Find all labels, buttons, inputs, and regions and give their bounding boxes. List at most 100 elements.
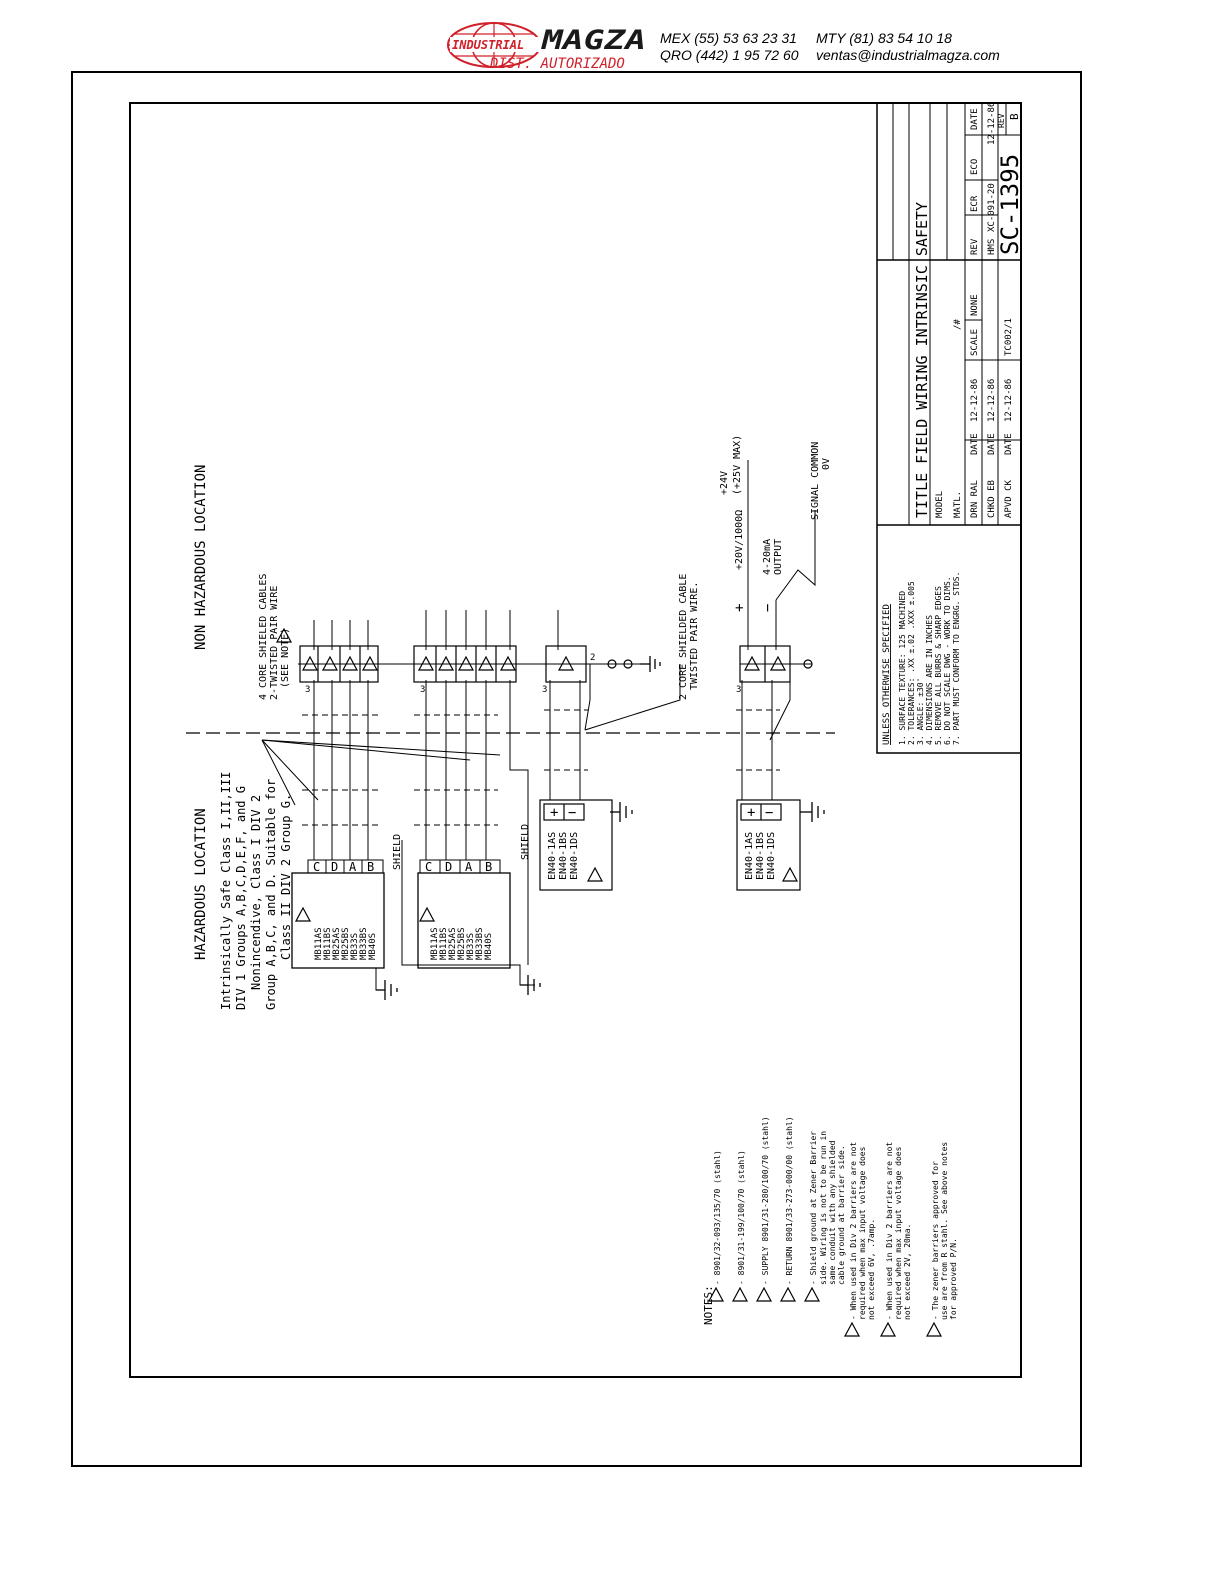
note-5-line-4: cable ground at barrier side. <box>837 1145 846 1285</box>
note-8-line-3: not exceed 2V, 20ma. <box>903 1224 912 1320</box>
m1-term-b: B <box>367 860 374 874</box>
matl-label: MATL. <box>953 491 963 518</box>
note-9-line-3: for approved P/N. <box>949 1238 958 1320</box>
four-core-label-3: (SEE NOTE) <box>280 628 291 688</box>
zener-barriers <box>299 645 813 683</box>
non-hazardous-label: NON HAZARDOUS LOCATION <box>193 465 209 650</box>
spec-line-4: 4. DIMENSIONS ARE IN INCHES <box>925 615 934 745</box>
en2-model-3: EN40-1DS <box>766 832 777 880</box>
date-label-1: DATE <box>970 433 980 455</box>
spec-line-3: 3. ANGLE: ±30' <box>916 678 925 745</box>
email-link[interactable]: ventas@industrialmagza.com <box>816 47 1000 63</box>
page-frame <box>71 71 1082 1467</box>
m2-model-1: MB11AS <box>430 927 440 960</box>
m2-model-4: MB25BS <box>457 927 467 960</box>
spec-heading: UNLESS OTHERWISE SPECIFIED <box>882 604 892 745</box>
logo-industrial: INDUSTRIAL <box>452 38 524 52</box>
supply-25v-max: (+25V MAX) <box>732 435 743 495</box>
en1-model-1: EN40-1AS <box>547 832 558 880</box>
spec-line-5: 5. REMOVE ALL BURRS & SHARP EDGES <box>934 586 943 745</box>
note-2: - 8901/31-199/100/70 (stahl) <box>737 1150 746 1285</box>
rev-row-by: HMS <box>987 239 997 255</box>
m2-model-6: MB33BS <box>475 927 485 960</box>
class-line-2: DIV 1 Groups A,B,C,D,E,F, and G <box>234 786 248 1010</box>
two-core-label-1: 2 CORE SHIELDED CABLE <box>678 574 689 700</box>
m1-term-a: A <box>349 860 357 874</box>
note-9-line-2: use are from R stahl. See above notes <box>940 1142 949 1320</box>
four-core-label-1: 4 CORE SHIELED CABLES <box>258 574 269 700</box>
signal-common: SIGNAL COMMON <box>810 442 821 520</box>
module-1 <box>291 859 385 991</box>
date-label-2: DATE <box>987 433 997 455</box>
class-line-4: Group A,B,C, and D. Suitable for <box>264 779 278 1010</box>
two-core-label-2: TWISTED PAIR WIRE. <box>689 582 700 690</box>
pin-3-b: 3 <box>420 685 425 695</box>
field-wires <box>298 460 816 965</box>
pin-3-c: 3 <box>542 685 547 695</box>
m2-term-a: A <box>465 860 473 874</box>
approved-by: APVD CK <box>1004 479 1014 518</box>
rev-row-ecr: XC-091-20 <box>987 183 997 232</box>
note-8-line-2: required when max input voltage does <box>894 1146 903 1320</box>
logo-sub: DIST. AUTORIZADO <box>489 56 625 70</box>
note-8: - When used in Div 2 barriers are not <box>885 1142 894 1320</box>
pin-2: 2 <box>590 653 595 663</box>
note-1: - 8901/32-093/135/70 (stahl) <box>713 1150 722 1285</box>
title-text: TITLE FIELD WIRING INTRINSIC SAFETY <box>913 202 931 518</box>
en1-minus: − <box>568 805 576 821</box>
ground-symbols <box>376 656 825 1000</box>
notes-heading: NOTES: <box>702 1285 715 1325</box>
m1-model-7: MB40S <box>368 933 378 960</box>
note-5: - Shield ground at Zener Barrier <box>809 1131 818 1285</box>
supply-24v: +24V <box>719 471 730 495</box>
m1-model-4: MB25BS <box>341 927 351 960</box>
shield-label-2: SHIELD <box>520 824 531 860</box>
title-block <box>876 102 1022 754</box>
pin-3-a: 3 <box>305 685 310 695</box>
en2-plus: + <box>747 805 755 821</box>
m2-term-c: C <box>425 860 432 874</box>
date-value-3: 12-12-86 <box>1004 379 1014 422</box>
note-5-line-3: same conduit with any shielded <box>828 1140 837 1285</box>
m1-model-5: MB33S <box>350 933 360 960</box>
drawn-by: DRN RAL <box>970 480 980 518</box>
rev-value: B <box>1008 113 1021 120</box>
logo-brand: MAGZA <box>541 25 646 56</box>
m2-model-2: MB11BS <box>439 927 449 960</box>
leader-lines <box>261 739 501 806</box>
pin-3-d: 3 <box>736 685 741 695</box>
drawing-number: SC-1395 <box>996 154 1024 255</box>
date-value-2: 12-12-86 <box>987 379 997 422</box>
m1-model-2: MB11BS <box>323 927 333 960</box>
m1-term-c: C <box>313 860 320 874</box>
shield-label-1: SHIELD <box>392 834 403 870</box>
scale-value: NONE <box>970 294 980 316</box>
phone-qro: QRO (442) 1 95 72 60 <box>660 47 799 63</box>
checked-by: CHKD EB <box>987 480 997 518</box>
m1-term-d: D <box>331 860 338 874</box>
en1-model-3: EN40-1DS <box>569 832 580 880</box>
note-9: - The zener barriers approved for <box>931 1161 940 1320</box>
class-line-5: Class II DIV 2 Group G. <box>279 794 293 960</box>
distributor-header: INDUSTRIAL MAGZA DIST. AUTORIZADO MEX (5… <box>446 20 1086 72</box>
m1-model-6: MB33BS <box>359 927 369 960</box>
part-number: TC002/1 <box>1004 318 1014 356</box>
phone-mty: MTY (81) 83 54 10 18 <box>816 30 952 46</box>
m1-model-1: MB11AS <box>314 927 324 960</box>
rev-hdr-date: DATE <box>970 108 980 130</box>
note-3: - SUPPLY 8901/31-280/100/70 (stahl) <box>761 1116 770 1285</box>
rev-hdr-eco: ECO <box>970 159 980 175</box>
note-4: - RETURN 8901/33-273-000/00 (stahl) <box>785 1116 794 1285</box>
scale-label: SCALE <box>970 329 980 356</box>
m2-term-b: B <box>485 860 492 874</box>
output-label-2: OUTPUT <box>773 539 784 575</box>
en2-model-2: EN40-1BS <box>755 832 766 880</box>
m2-term-d: D <box>445 860 452 874</box>
plus-supply: + <box>732 604 748 612</box>
spec-line-2: 2. TOLERANCES: .XX ±.02 .XXX ±.005 <box>907 581 916 745</box>
rev-hdr-ecr: ECR <box>970 195 980 212</box>
en40-block-2 <box>736 799 801 891</box>
en1-plus: + <box>550 805 558 821</box>
